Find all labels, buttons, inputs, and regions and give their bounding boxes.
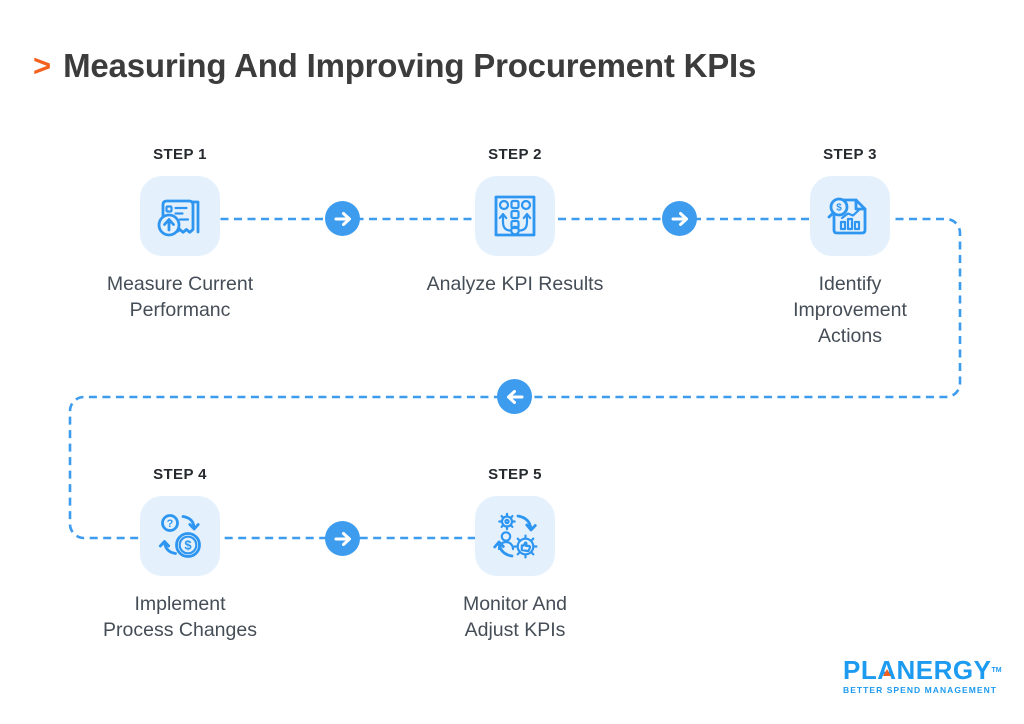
arrow-left-icon	[497, 379, 532, 414]
step-number-label: STEP 5	[488, 466, 542, 483]
arrow-right-icon	[325, 521, 360, 556]
logo-tagline: BETTER SPEND MANAGEMENT	[843, 685, 998, 695]
logo-trademark: TM	[991, 667, 1002, 674]
page-title: > Measuring And Improving Procurement KP…	[33, 46, 756, 86]
logo-text: PLANERGY	[843, 655, 992, 685]
svg-text:?: ?	[167, 518, 174, 530]
step-card-2: STEP 2 Analyze KPI Results	[405, 146, 625, 297]
arrow-right-icon	[325, 201, 360, 236]
step-icon-box	[475, 176, 555, 256]
svg-text:$: $	[836, 203, 842, 214]
monitor-adjust-cycle-icon	[493, 512, 538, 559]
page-title-text: Measuring And Improving Procurement KPIs	[63, 47, 757, 84]
step-card-5: STEP 5	[405, 466, 625, 643]
money-change-cycle-icon: ? $	[158, 514, 201, 558]
step-card-4: STEP 4 ? $ Implement Process Changes	[70, 466, 290, 643]
process-flow-icon	[494, 195, 536, 237]
step-card-3: STEP 3 $ Identify Improvement Actions	[740, 146, 960, 349]
step-title: Analyze KPI Results	[426, 273, 604, 295]
step-icon-box: $	[810, 176, 890, 256]
svg-text:$: $	[184, 538, 192, 553]
title-chevron-marker: >	[33, 48, 52, 83]
arrow-right-icon	[662, 201, 697, 236]
planergy-logo: PLANERGYTM BETTER SPEND MANAGEMENT	[843, 657, 1002, 695]
step-icon-box	[475, 496, 555, 576]
receipt-metric-icon	[157, 199, 200, 237]
logo-a-triangle	[883, 669, 891, 676]
step-icon-box	[140, 176, 220, 256]
step-title: Monitor And Adjust KPIs	[462, 593, 568, 641]
step-title: Implement Process Changes	[103, 593, 257, 641]
planergy-logo-wordmark: PLANERGYTM	[843, 657, 1002, 683]
step-number-label: STEP 2	[488, 146, 542, 163]
step-number-label: STEP 3	[823, 146, 877, 163]
step-number-label: STEP 4	[153, 466, 207, 483]
step-title: Measure Current Performanc	[106, 273, 254, 321]
step-number-label: STEP 1	[153, 146, 207, 163]
step-icon-box: ? $	[140, 496, 220, 576]
step-card-1: STEP 1 Measure Current Performanc	[70, 146, 290, 323]
report-analysis-icon: $	[827, 197, 867, 235]
step-title: Identify Improvement Actions	[793, 273, 907, 347]
